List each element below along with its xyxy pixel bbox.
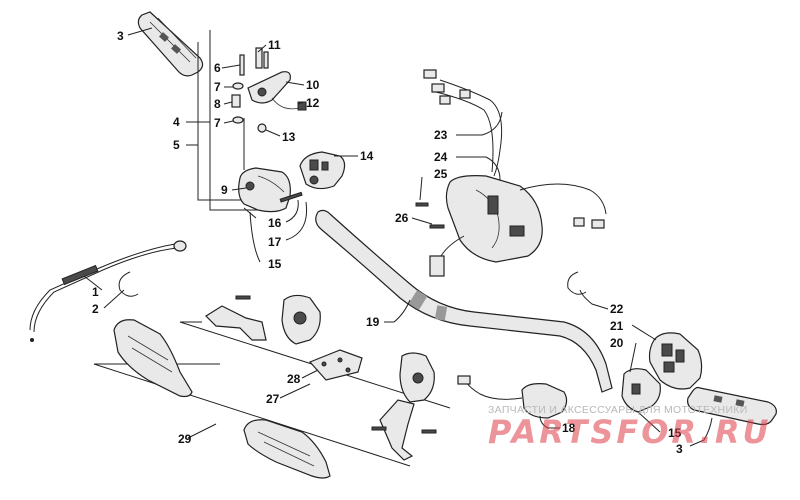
snap-ring-left <box>118 271 139 297</box>
left-grip <box>137 11 204 77</box>
callout-24: 24 <box>434 150 448 164</box>
throttle-cable <box>29 240 187 342</box>
callout-15-right: 15 <box>668 426 682 440</box>
hand-warmer-switch <box>415 69 607 277</box>
right-grip <box>687 386 777 426</box>
right-control-housing <box>621 332 703 413</box>
handlebar <box>315 209 613 393</box>
callout-29: 29 <box>178 432 192 446</box>
watermark-brand: PARTSFOR.RU <box>488 413 772 451</box>
callout-3-top: 3 <box>117 29 124 43</box>
callout-7-lower: 7 <box>214 116 221 130</box>
callout-27: 27 <box>266 392 280 406</box>
callout-17: 17 <box>268 235 282 249</box>
callout-11: 11 <box>268 38 281 52</box>
callout-15-left: 15 <box>268 257 282 271</box>
callout-10: 10 <box>306 78 320 92</box>
callout-19: 19 <box>366 315 380 329</box>
callout-14: 14 <box>360 149 374 163</box>
callout-8: 8 <box>214 97 221 111</box>
handguard-assembly <box>93 294 451 479</box>
callout-6: 6 <box>214 61 221 75</box>
callout-12: 12 <box>306 96 320 110</box>
bracket-lines-4-5 <box>186 30 260 211</box>
callout-5: 5 <box>173 138 180 152</box>
throttle-housing <box>238 118 303 219</box>
switch-housing <box>299 151 346 190</box>
callout-7-upper: 7 <box>214 80 221 94</box>
callout-labels: 3 6 7 8 7 4 5 11 10 12 13 14 9 16 17 15 … <box>92 29 683 456</box>
callout-21: 21 <box>610 319 624 333</box>
snap-ring-right <box>567 271 587 295</box>
callout-25: 25 <box>434 167 448 181</box>
callout-3-bottom: 3 <box>676 442 683 456</box>
callout-18: 18 <box>562 421 576 435</box>
callout-9: 9 <box>221 183 228 197</box>
leader-lines <box>83 27 713 447</box>
callout-4: 4 <box>173 115 180 129</box>
heated-grip-element <box>457 375 568 419</box>
callout-22: 22 <box>610 302 624 316</box>
callout-13: 13 <box>282 130 296 144</box>
callout-26: 26 <box>395 211 409 225</box>
callout-2: 2 <box>92 302 99 316</box>
callout-16: 16 <box>268 216 282 230</box>
callout-1: 1 <box>92 285 99 299</box>
throttle-hardware <box>231 47 307 133</box>
watermark-tagline: ЗАПЧАСТИ И АКСЕССУАРЫ ДЛЯ МОТОТЕХНИКИ <box>488 404 748 416</box>
callout-20: 20 <box>610 336 624 350</box>
callout-23: 23 <box>434 128 448 142</box>
callout-28: 28 <box>287 372 301 386</box>
